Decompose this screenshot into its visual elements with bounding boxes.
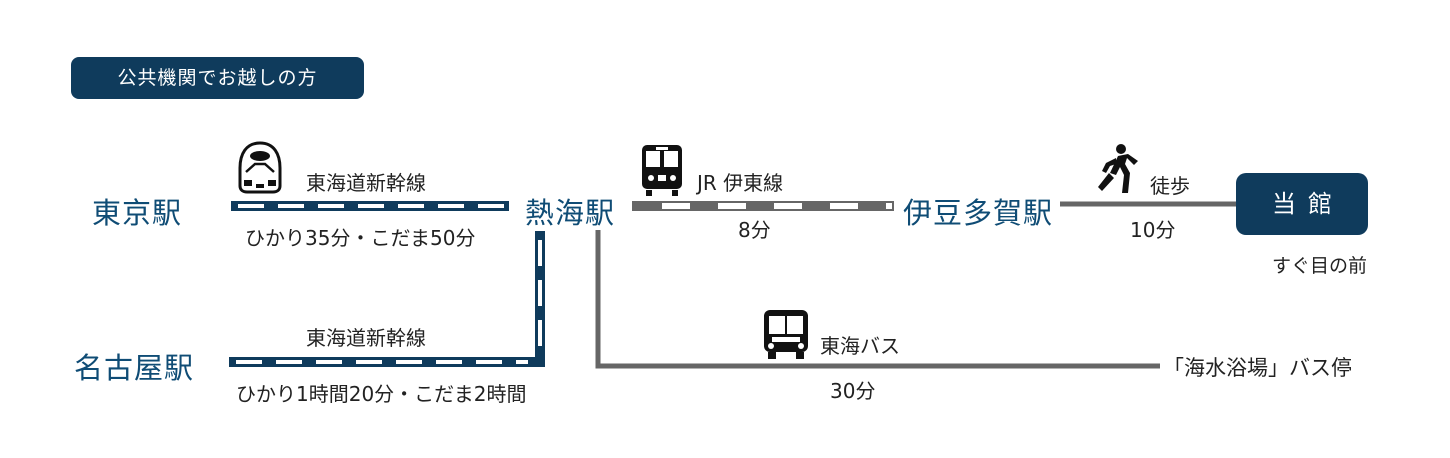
destination-note: すぐ目の前 <box>1272 255 1368 277</box>
train-icon <box>642 145 682 196</box>
section-title-badge: 公共機関でお越しの方 <box>71 57 364 99</box>
route-jr-line: JR 伊東線 <box>697 171 784 195</box>
route-tokyo-line: 東海道新幹線 <box>306 171 426 195</box>
line-bus <box>595 230 1160 369</box>
route-nagoya-line: 東海道新幹線 <box>306 326 426 350</box>
destination-box: 当館 <box>1236 173 1368 235</box>
route-nagoya-time: ひかり1時間20分・こだま2時間 <box>236 382 527 406</box>
bus-icon <box>764 310 808 359</box>
line-nagoya-atami <box>229 231 545 367</box>
bus-stop-label: 「海水浴場」バス停 <box>1163 356 1352 380</box>
walking-person-icon <box>1098 144 1138 193</box>
route-walk-time: 10分 <box>1130 218 1176 242</box>
bullet-train-icon <box>238 141 282 194</box>
station-nagoya: 名古屋駅 <box>74 351 195 385</box>
route-walk-label: 徒歩 <box>1150 174 1190 198</box>
route-bus-label: 東海バス <box>820 334 900 358</box>
station-izutaga: 伊豆多賀駅 <box>903 196 1054 230</box>
station-tokyo: 東京駅 <box>92 196 183 230</box>
line-atami-izutaga <box>632 201 894 211</box>
line-tokyo-atami <box>231 201 509 211</box>
route-tokyo-time: ひかり35分・こだま50分 <box>245 226 476 250</box>
route-bus-time: 30分 <box>830 379 876 403</box>
station-atami: 熱海駅 <box>525 196 616 230</box>
route-jr-time: 8分 <box>738 218 771 242</box>
